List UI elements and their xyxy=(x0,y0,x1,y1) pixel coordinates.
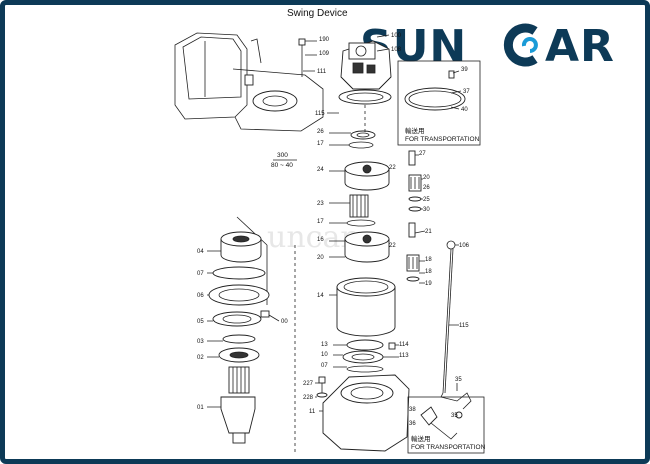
callout-30: 30 xyxy=(423,207,430,213)
callout-36: 36 xyxy=(409,421,416,427)
callout-22b: 22 xyxy=(389,243,396,249)
callout-26b: 26 xyxy=(423,185,430,191)
callout-26: 26 xyxy=(317,129,324,135)
bolt-190 xyxy=(298,38,306,77)
ring-07a xyxy=(212,266,266,280)
callout-20b: 20 xyxy=(317,255,324,261)
pin-27 xyxy=(408,150,416,166)
flange-06 xyxy=(208,284,270,306)
callout-227: 227 xyxy=(303,381,314,387)
callout-03: 03 xyxy=(197,339,204,345)
bearing-02 xyxy=(218,347,260,363)
callout-39: 39 xyxy=(461,67,468,73)
callout-38: 38 xyxy=(409,407,416,413)
oil-seal-13 xyxy=(346,339,384,351)
callout-07b: 07 xyxy=(321,363,328,369)
callout-19: 19 xyxy=(425,281,432,287)
bolt-00 xyxy=(260,310,270,318)
brand-c-icon xyxy=(503,23,538,67)
callout-17a: 17 xyxy=(317,141,324,147)
callout-108: 108 xyxy=(391,47,402,53)
callout-106: 106 xyxy=(459,243,470,249)
transport-label-bottom: FOR TRANSPORTATION xyxy=(411,444,486,451)
ref-range: 80 ~ 40 xyxy=(271,162,293,169)
callout-14: 14 xyxy=(317,293,324,299)
carrier-16 xyxy=(344,231,390,263)
callout-04: 04 xyxy=(197,249,204,255)
bolt-227 xyxy=(318,376,326,393)
callout-111: 111 xyxy=(317,69,327,75)
transport-cover-bottom: 輸送用 FOR TRANSPORTATION xyxy=(407,396,486,454)
transport-jp-bottom: 輸送用 xyxy=(411,434,431,443)
pinion-shaft-01 xyxy=(220,366,256,444)
ring-03 xyxy=(222,334,256,344)
leader-lines xyxy=(207,34,462,412)
carrier-24 xyxy=(344,161,390,191)
callout-13: 13 xyxy=(321,342,328,348)
callout-17b: 17 xyxy=(317,219,324,225)
housing-11 xyxy=(322,374,410,452)
callout-10: 10 xyxy=(321,352,328,358)
callout-25: 25 xyxy=(423,197,430,203)
callout-11: 11 xyxy=(309,409,316,415)
callout-23: 23 xyxy=(317,201,324,207)
bearing-10 xyxy=(342,350,384,364)
planet-gear-20a xyxy=(408,174,422,192)
washer-30 xyxy=(408,206,422,212)
transport-cover-top: 輸送用 FOR TRANSPORTATION xyxy=(397,60,481,146)
callout-02: 02 xyxy=(197,355,204,361)
callout-27: 27 xyxy=(419,151,426,157)
ring-07b xyxy=(346,365,384,373)
pin-21 xyxy=(408,222,416,238)
swing-device-exploded-diagram: Swing Device SUN AR uncar xyxy=(174,8,615,455)
plug-114 xyxy=(388,342,396,350)
callout-228: 228 xyxy=(303,395,314,401)
callout-01: 01 xyxy=(197,405,204,411)
callout-190: 190 xyxy=(319,37,330,43)
watermark: uncar xyxy=(267,220,355,255)
callout-24: 24 xyxy=(317,167,324,173)
ring-gear-14 xyxy=(336,277,396,337)
bearing-04 xyxy=(220,231,262,263)
callout-40: 40 xyxy=(461,107,468,113)
callout-00: 00 xyxy=(281,319,288,325)
callouts: 190 109 111 100 108 39 37 40 115 26 17 2… xyxy=(197,33,470,427)
callout-07a: 07 xyxy=(197,271,204,277)
excavator-outline xyxy=(174,32,324,132)
washer-19 xyxy=(406,276,420,282)
ring-17a xyxy=(348,141,374,149)
washer-228 xyxy=(316,392,328,398)
callout-21: 21 xyxy=(425,229,432,235)
callout-18b: 18 xyxy=(425,269,432,275)
brand-name-right: AR xyxy=(545,21,615,72)
callout-37: 37 xyxy=(463,89,470,95)
callout-05: 05 xyxy=(197,319,204,325)
callout-06: 06 xyxy=(197,293,204,299)
washer-25 xyxy=(408,196,422,202)
planet-gear-20b xyxy=(406,254,420,272)
callout-114: 114 xyxy=(399,342,409,348)
transport-jp-top: 輸送用 xyxy=(405,126,425,135)
left-subassembly xyxy=(208,216,270,444)
callout-35b: 35 xyxy=(451,413,458,419)
callout-115-top: 115 xyxy=(315,111,325,117)
transport-label-top: FOR TRANSPORTATION xyxy=(405,136,480,143)
callout-100: 100 xyxy=(391,33,402,39)
seal-05 xyxy=(212,311,262,327)
callout-20a: 20 xyxy=(423,175,430,181)
callout-16: 16 xyxy=(317,237,324,243)
diagram-title: Swing Device xyxy=(287,8,348,19)
reference-note: 300 80 ~ 40 xyxy=(271,152,297,169)
ref-number: 300 xyxy=(277,152,288,159)
seal-26 xyxy=(350,130,376,140)
callout-115-right: 115 xyxy=(459,323,469,329)
swing-motor xyxy=(338,40,392,105)
sun-gear-23 xyxy=(349,194,369,218)
callout-18a: 18 xyxy=(425,257,432,263)
callout-22a: 22 xyxy=(389,165,396,171)
callout-109: 109 xyxy=(319,51,330,57)
callout-113: 113 xyxy=(399,353,409,359)
callout-35: 35 xyxy=(455,377,462,383)
